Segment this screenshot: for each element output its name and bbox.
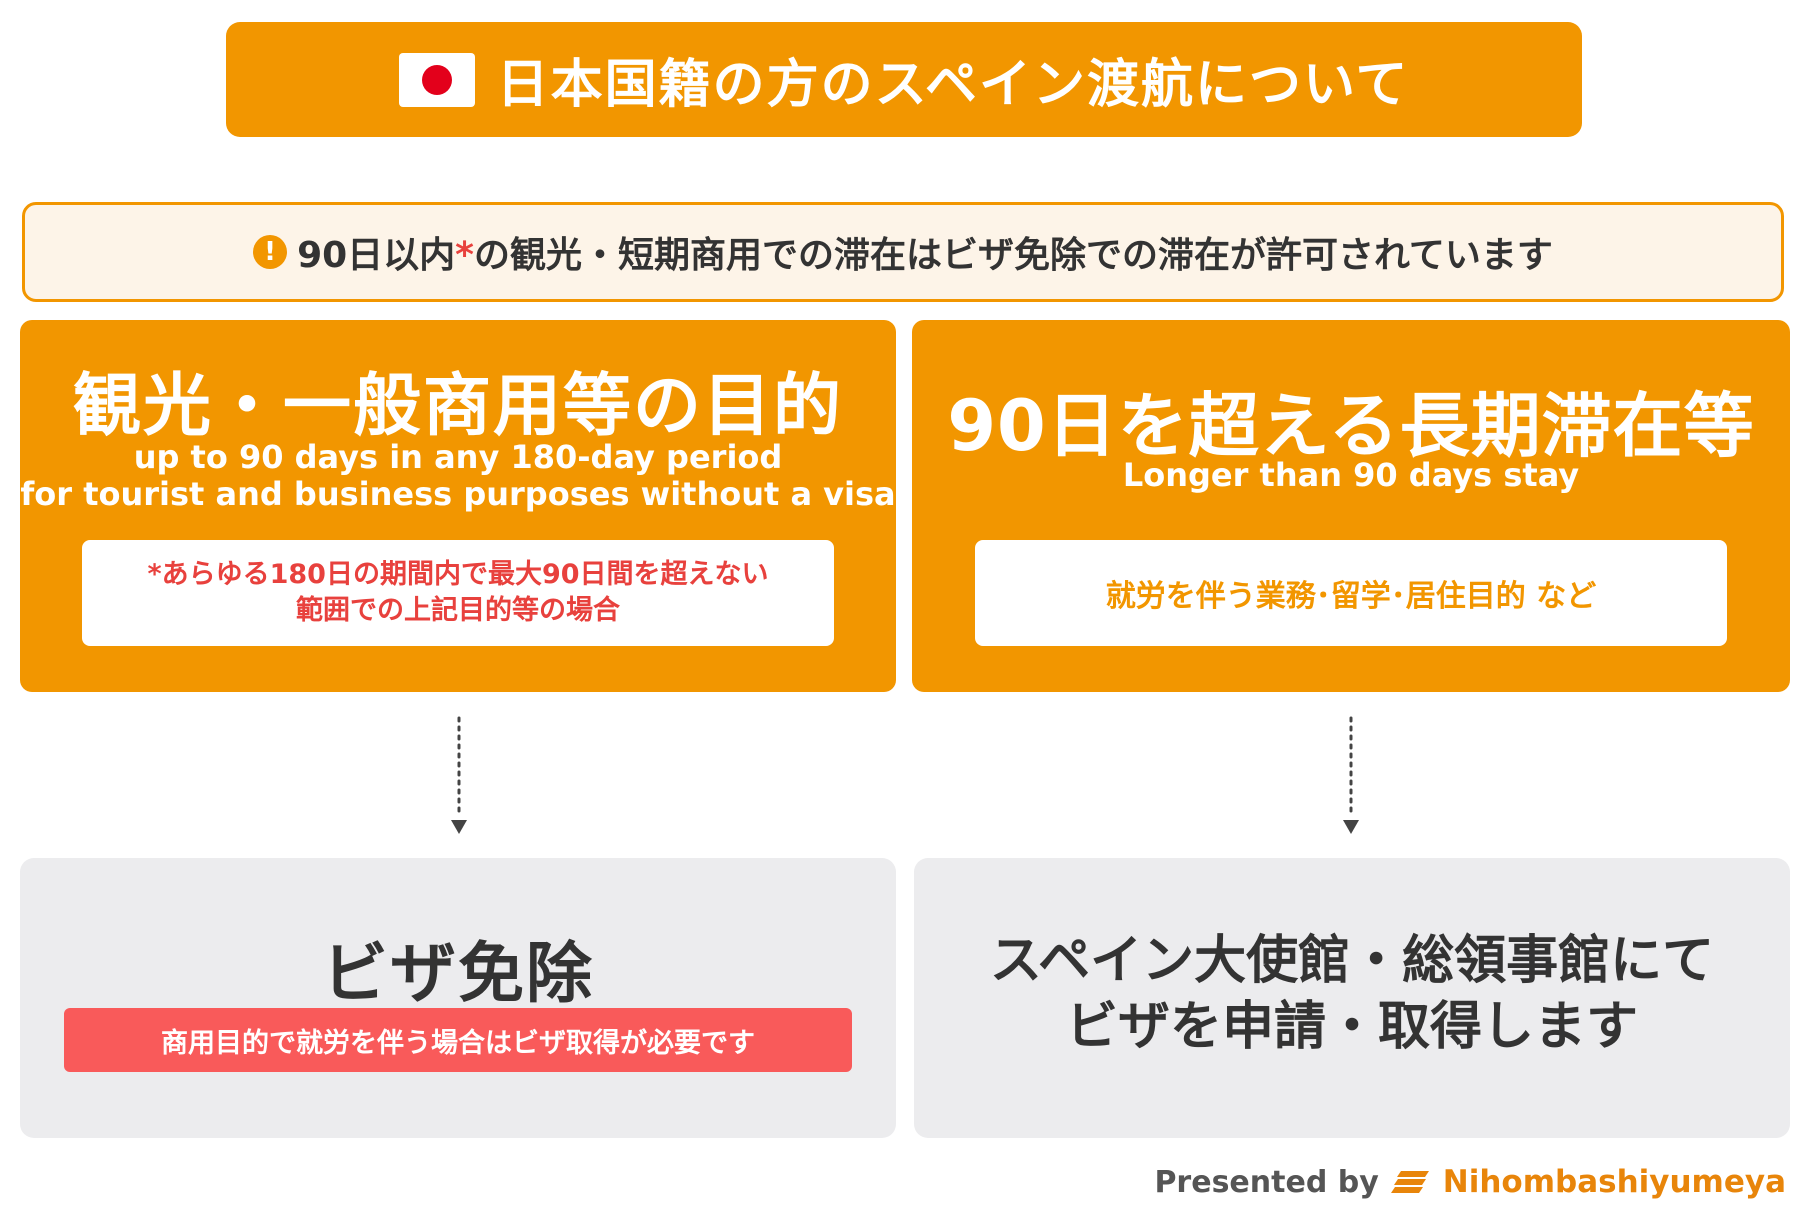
- exclamation-icon: !: [253, 235, 288, 269]
- notice-asterisk: *: [455, 235, 474, 276]
- visa-application-line2: ビザを申請・取得します: [1065, 997, 1638, 1057]
- long-stay-panel: 90日を超える長期滞在等 Longer than 90 days stay 就労…: [912, 320, 1790, 692]
- footer-credit: Presented by Nihombashiyumeya: [1154, 1162, 1786, 1202]
- notice-text-start: 90日以内: [297, 235, 456, 276]
- visa-exempt-result: ビザ免除 商用目的で就労を伴う場合はビザ取得が必要です: [20, 858, 896, 1138]
- down-arrow-icon: [451, 716, 467, 834]
- short-stay-note-line1: *あらゆる180日の期間内で最大90日間を超えない: [147, 559, 769, 590]
- visa-application-result: スペイン大使館・総領事館にて ビザを申請・取得します: [914, 858, 1790, 1138]
- brand-logo-icon: [1390, 1171, 1429, 1193]
- short-stay-note-line2: 範囲での上記目的等の場合: [296, 595, 620, 626]
- short-stay-subtitle-line2: for tourist and business purposes withou…: [20, 475, 896, 513]
- title-banner: 日本国籍の方のスペイン渡航について: [226, 22, 1582, 137]
- long-stay-subtitle: Longer than 90 days stay: [1122, 456, 1580, 494]
- visa-application-line1: スペイン大使館・総領事館にて: [989, 931, 1715, 991]
- down-arrow-icon: [1343, 716, 1359, 834]
- visa-exempt-heading: ビザ免除: [322, 935, 594, 1012]
- notice-text-end: の観光・短期商用での滞在はビザ免除での滞在が許可されています: [474, 235, 1553, 276]
- japan-flag-icon: [398, 52, 475, 107]
- brand-name: Nihombashiyumeya: [1442, 1164, 1786, 1200]
- page-title: 日本国籍の方のスペイン渡航について: [496, 55, 1410, 115]
- long-stay-note: 就労を伴う業務･留学･居住目的 など: [975, 540, 1727, 646]
- visa-warning-badge: 商用目的で就労を伴う場合はビザ取得が必要です: [64, 1008, 852, 1072]
- short-stay-heading: 観光・一般商用等の目的: [72, 367, 843, 446]
- notice-banner: ! 90日以内*の観光・短期商用での滞在はビザ免除での滞在が許可されています: [22, 202, 1784, 302]
- long-stay-heading: 90日を超える長期滞在等: [947, 385, 1755, 467]
- short-stay-subtitle-line1: up to 90 days in any 180-day period: [133, 438, 783, 476]
- short-stay-panel: 観光・一般商用等の目的 up to 90 days in any 180-day…: [20, 320, 896, 692]
- presented-by-label: Presented by: [1154, 1164, 1379, 1200]
- short-stay-note: *あらゆる180日の期間内で最大90日間を超えない 範囲での上記目的等の場合: [82, 540, 834, 646]
- visa-application-text: スペイン大使館・総領事館にて ビザを申請・取得します: [914, 928, 1790, 1060]
